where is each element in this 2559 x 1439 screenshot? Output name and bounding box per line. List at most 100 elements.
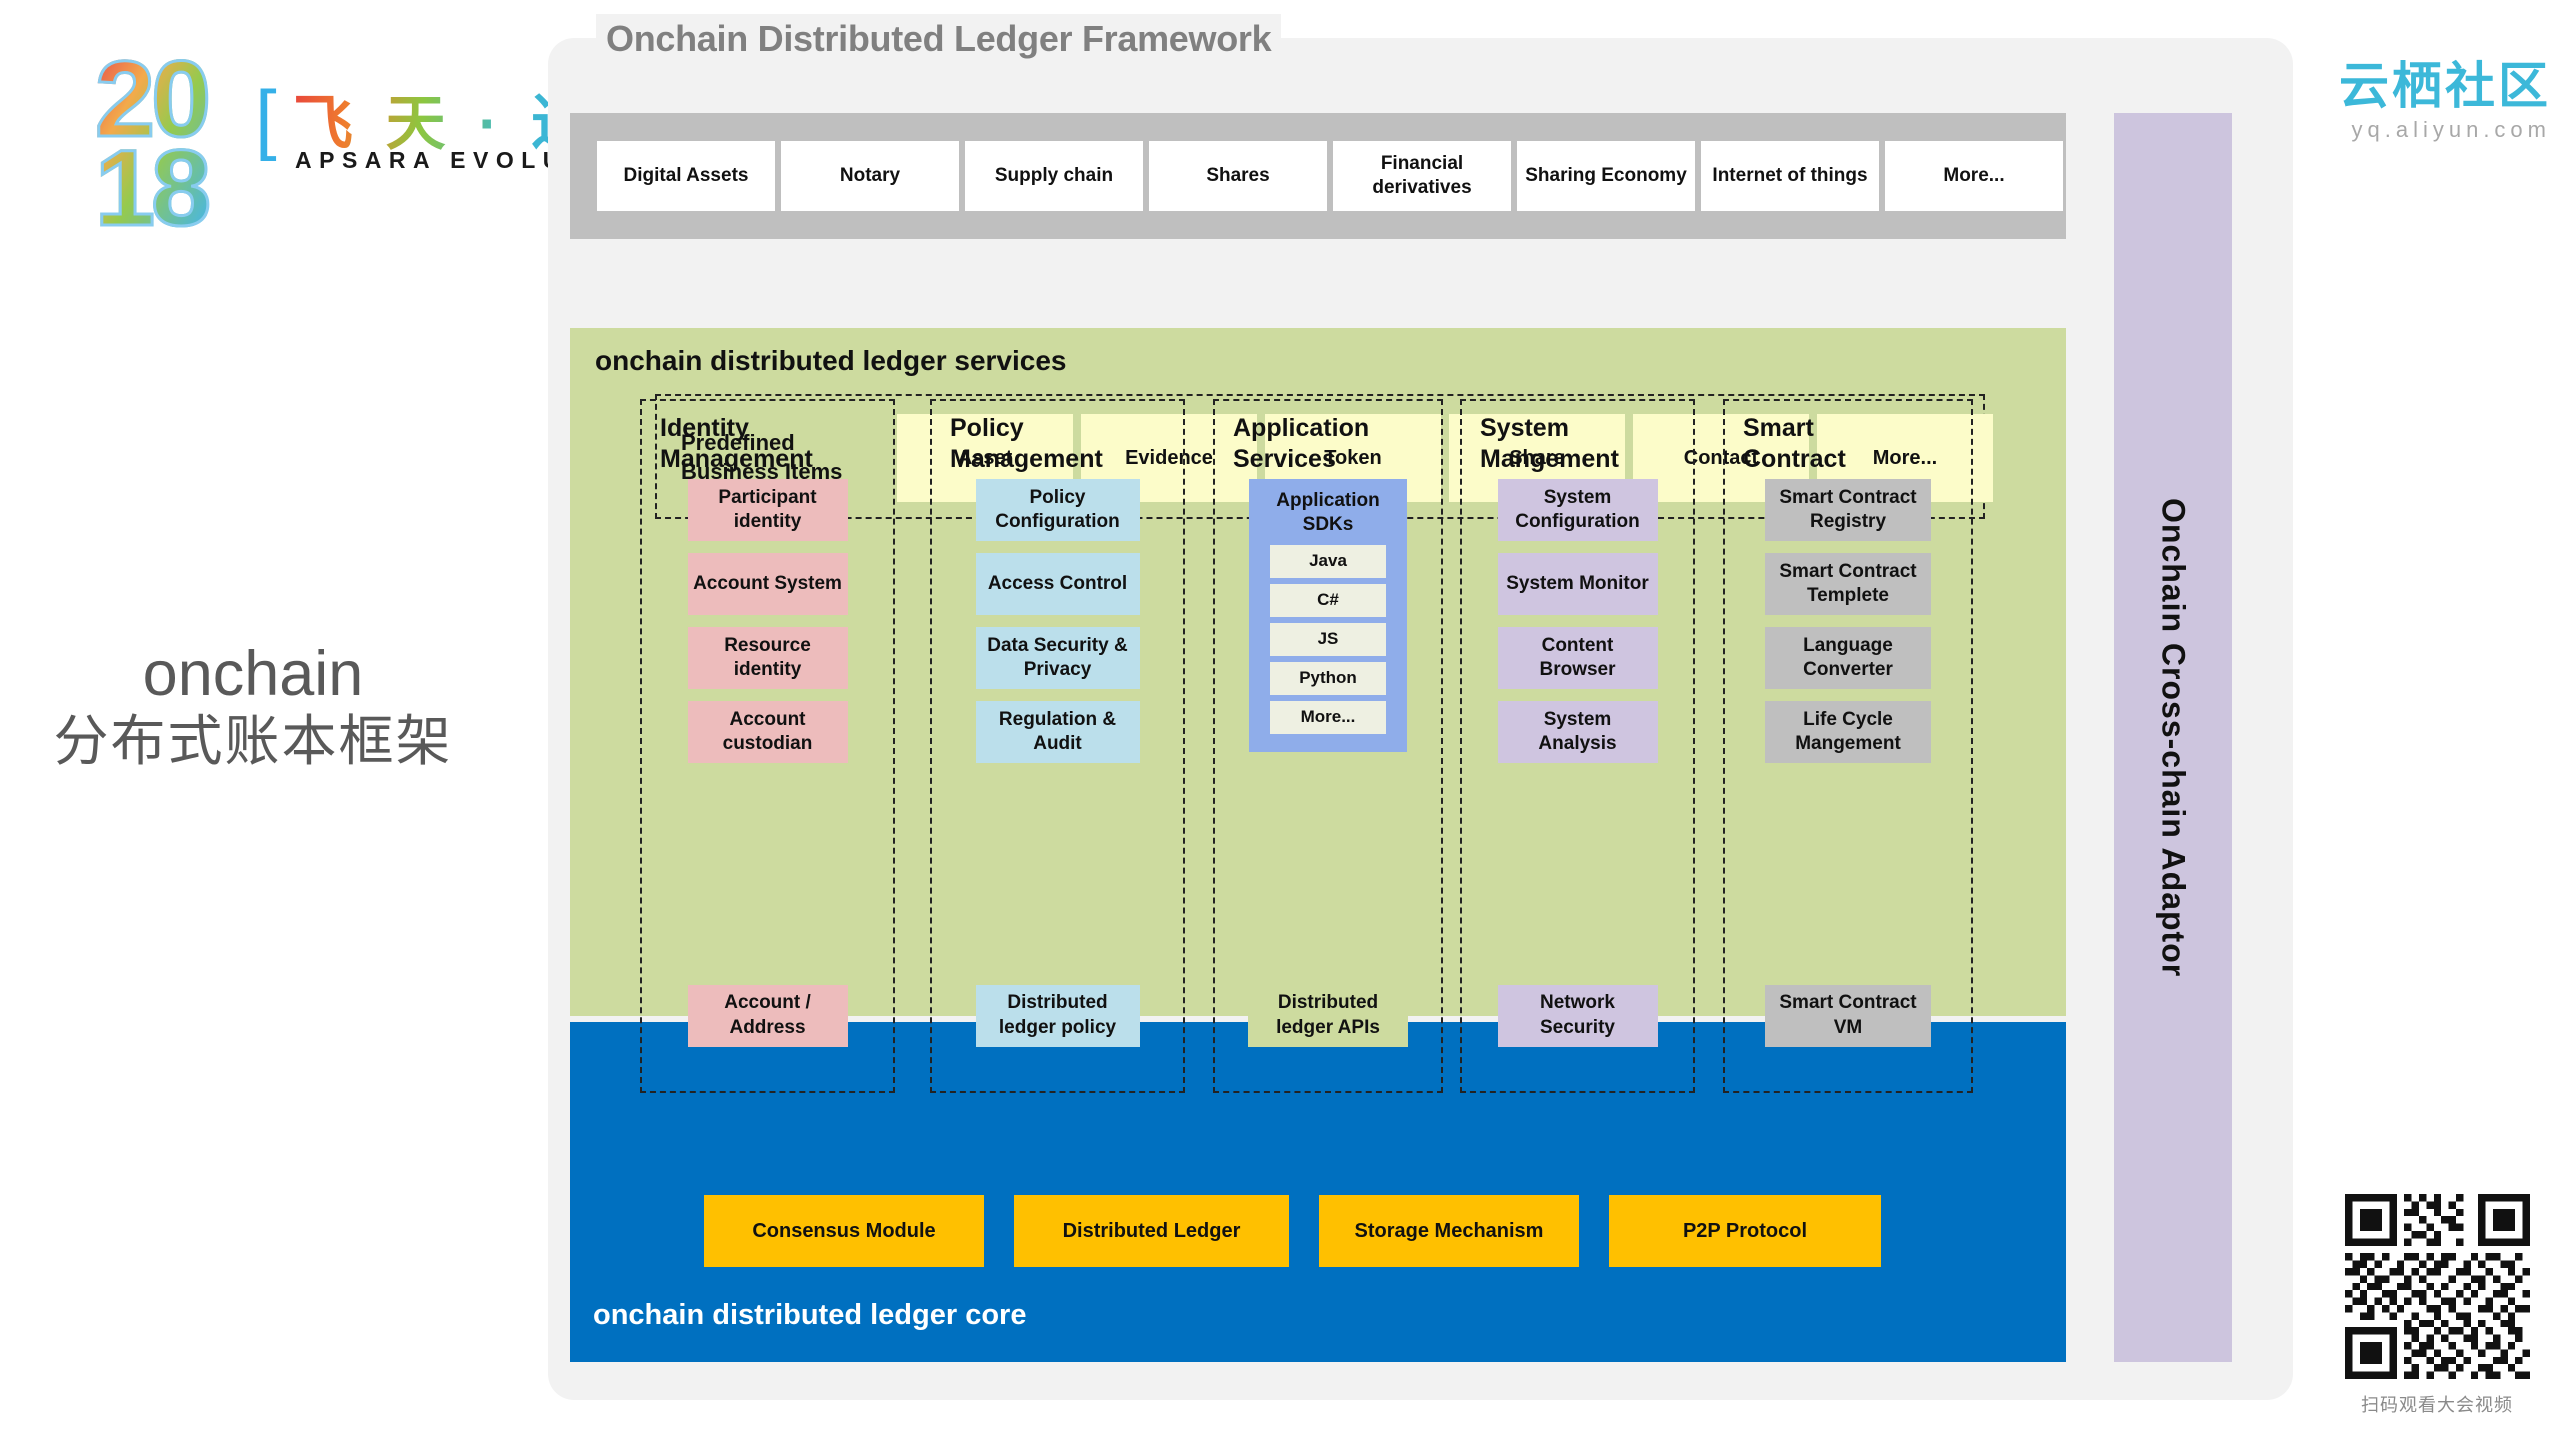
column-application-services: Application Services Application SDKs Ja… xyxy=(1213,399,1443,1093)
core-box[interactable]: Distributed Ledger xyxy=(1014,1195,1289,1267)
column-title-line2: Management xyxy=(660,444,813,473)
application-box[interactable]: Sharing Economy xyxy=(1517,141,1695,211)
qr-code-block: 扫码观看大会视频 xyxy=(2337,1194,2537,1417)
column-item[interactable]: Data Security & Privacy xyxy=(975,627,1140,689)
column-title-line2: Mangement xyxy=(1480,444,1619,473)
left-caption: onchain 分布式账本框架 xyxy=(18,640,488,774)
column-item[interactable]: Life Cycle Mangement xyxy=(1765,701,1931,763)
column-footer-box[interactable]: Account / Address xyxy=(687,985,848,1047)
core-box[interactable]: Consensus Module xyxy=(704,1195,984,1267)
column-footer-box[interactable]: Network Security xyxy=(1497,985,1658,1047)
column-title: Smart Contract xyxy=(1743,413,1846,474)
qr-code-caption: 扫码观看大会视频 xyxy=(2361,1395,2513,1415)
application-box[interactable]: Supply chain xyxy=(965,141,1143,211)
column-items: Participant identity Account System Reso… xyxy=(642,479,893,775)
column-system-management: System Mangement System Configuration Sy… xyxy=(1460,399,1695,1093)
left-caption-english: onchain xyxy=(142,639,364,709)
logo-apsara-text: APSARA EVOLU xyxy=(295,147,567,173)
column-items: Policy Configuration Access Control Data… xyxy=(932,479,1183,775)
application-box[interactable]: Internet of things xyxy=(1701,141,1879,211)
column-footer-box[interactable]: Distributed ledger policy xyxy=(975,985,1140,1047)
column-item[interactable]: System Monitor xyxy=(1497,553,1658,615)
left-caption-chinese: 分布式账本框架 xyxy=(53,710,453,773)
column-item[interactable]: System Configuration xyxy=(1497,479,1658,541)
predefined-business-items-row: Asset Evidence Token Share Contact More.… xyxy=(897,414,1993,502)
column-title-line1: Identity xyxy=(660,414,749,442)
column-item[interactable]: Policy Configuration xyxy=(975,479,1140,541)
application-band: Digital Assets Notary Supply chain Share… xyxy=(570,113,2066,239)
column-item[interactable]: Access Control xyxy=(975,553,1140,615)
column-footer: Distributed ledger policy xyxy=(932,985,1183,1047)
sdk-item[interactable]: More... xyxy=(1270,700,1386,734)
predefined-business-items-group: Predefined Business Items Asset Evidence… xyxy=(655,394,1993,519)
application-box[interactable]: Digital Assets xyxy=(597,141,775,211)
application-sdks-group: Application SDKs Java C# JS Python More.… xyxy=(1249,479,1407,752)
services-band-title: onchain distributed ledger services xyxy=(595,345,1067,376)
column-title: Identity Management xyxy=(660,413,813,474)
core-box[interactable]: Storage Mechanism xyxy=(1319,1195,1579,1267)
application-box[interactable]: Shares xyxy=(1149,141,1327,211)
diagram-title: Onchain Distributed Ledger Framework xyxy=(596,14,1282,64)
column-footer-box[interactable]: Distributed ledger APIs xyxy=(1248,985,1408,1047)
core-box-row: Consensus Module Distributed Ledger Stor… xyxy=(704,1195,1881,1267)
column-title: Policy Management xyxy=(950,413,1103,474)
column-item[interactable]: System Analysis xyxy=(1497,701,1658,763)
column-items: Smart Contract Registry Smart Contract T… xyxy=(1725,479,1971,775)
column-items: System Configuration System Monitor Cont… xyxy=(1462,479,1693,775)
cross-chain-adaptor-panel: Onchain Cross-chain Adaptor xyxy=(2114,113,2232,1362)
column-title-line1: Smart xyxy=(1743,414,1814,442)
qr-code-image xyxy=(2344,1194,2530,1379)
core-band-title: onchain distributed ledger core xyxy=(593,1299,1027,1331)
column-title-line1: Policy xyxy=(950,414,1024,442)
application-box-row: Digital Assets Notary Supply chain Share… xyxy=(597,141,2063,211)
column-footer: Account / Address xyxy=(642,985,893,1047)
column-item[interactable]: Content Browser xyxy=(1497,627,1658,689)
pbi-label-line1: Predefined xyxy=(681,430,795,455)
column-item[interactable]: Account System xyxy=(687,553,848,615)
column-item[interactable]: Language Converter xyxy=(1765,627,1931,689)
application-box[interactable]: More... xyxy=(1885,141,2063,211)
column-item[interactable]: Regulation & Audit xyxy=(975,701,1140,763)
column-item[interactable]: Resource identity xyxy=(687,627,848,689)
logo-year-line1: 20 xyxy=(93,38,212,159)
column-footer: Smart Contract VM xyxy=(1725,985,1971,1047)
yunqi-community-logo: 云栖社区 yq.aliyun.com xyxy=(2339,60,2551,143)
column-smart-contract: Smart Contract Smart Contract Registry S… xyxy=(1723,399,1973,1093)
yunqi-logo-chinese: 云栖社区 xyxy=(2339,58,2551,114)
column-title-line2: Services xyxy=(1233,444,1336,473)
core-band: Consensus Module Distributed Ledger Stor… xyxy=(570,1022,2066,1362)
column-policy-management: Policy Management Policy Configuration A… xyxy=(930,399,1185,1093)
column-footer: Network Security xyxy=(1462,985,1693,1047)
sdk-item[interactable]: Java xyxy=(1270,544,1386,578)
sdk-item[interactable]: C# xyxy=(1270,583,1386,617)
column-item[interactable]: Smart Contract Templete xyxy=(1765,553,1931,615)
column-identity-management: Identity Management Participant identity… xyxy=(640,399,895,1093)
column-item[interactable]: Participant identity xyxy=(687,479,848,541)
column-title: Application Services xyxy=(1233,413,1369,474)
column-footer-box[interactable]: Smart Contract VM xyxy=(1765,985,1931,1047)
column-title: System Mangement xyxy=(1480,413,1619,474)
logo-bracket-glyph: [ xyxy=(255,74,277,162)
column-title-line2: Contract xyxy=(1743,444,1846,473)
column-footer: Distributed ledger APIs xyxy=(1215,985,1441,1047)
application-box[interactable]: Notary xyxy=(781,141,959,211)
application-sdks-title: Application SDKs xyxy=(1249,489,1407,537)
column-title-line2: Management xyxy=(950,444,1103,473)
sdk-title-line2: SDKs xyxy=(1302,513,1354,535)
column-title-line1: System xyxy=(1480,414,1569,442)
sdk-item[interactable]: JS xyxy=(1270,622,1386,656)
column-title-line1: Application xyxy=(1233,414,1370,442)
core-box[interactable]: P2P Protocol xyxy=(1609,1195,1881,1267)
sdk-item[interactable]: Python xyxy=(1270,661,1386,695)
apsara-conference-logo: The Computing Conference 20 18 [ 飞 天 · 进… xyxy=(93,43,591,253)
cross-chain-adaptor-label: Onchain Cross-chain Adaptor xyxy=(2155,497,2192,978)
logo-year-line2: 18 xyxy=(93,126,212,248)
predefined-item[interactable]: Contact xyxy=(1633,414,1809,502)
column-item[interactable]: Smart Contract Registry xyxy=(1765,479,1931,541)
yunqi-logo-url: yq.aliyun.com xyxy=(2351,116,2551,142)
logo-year: 20 18 xyxy=(93,43,212,248)
column-item[interactable]: Account custodian xyxy=(687,701,848,763)
sdk-title-line1: Application xyxy=(1276,490,1380,511)
application-box[interactable]: Financial derivatives xyxy=(1333,141,1511,211)
